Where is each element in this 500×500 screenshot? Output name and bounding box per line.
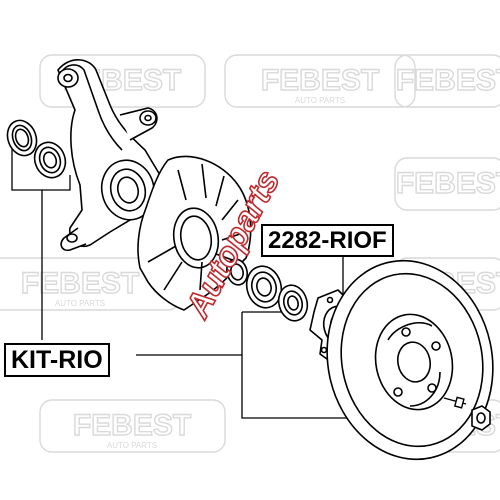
part-label-kit: KIT-RIO: [4, 343, 110, 377]
part-label-hub: 2282-RIOF: [261, 224, 394, 257]
bearing-seal-inner: [33, 141, 67, 179]
bearing-seal-outer: [6, 119, 38, 157]
watermark-tagline: AUTO PARTS: [107, 441, 157, 450]
watermark-brand: FEBEST: [396, 167, 500, 200]
watermark-tagline: AUTO PARTS: [55, 299, 105, 308]
brake-disc: [326, 259, 494, 461]
watermark-tile: FEBEST AUTO PARTS: [224, 54, 416, 108]
watermark-brand: FEBEST: [396, 64, 500, 97]
disc-screw: [443, 396, 467, 409]
watermark-tile: FEBEST AUTO PARTS: [0, 257, 181, 311]
steering-knuckle: [57, 59, 163, 252]
watermark-tile: FEBEST: [394, 54, 500, 108]
watermark-brand: FEBEST: [21, 267, 139, 300]
bracket-kit-left: [11, 143, 43, 340]
watermark-brand: FEBEST: [261, 64, 379, 97]
bearing-seal-inner-right: [277, 284, 309, 322]
watermark-tagline: AUTO PARTS: [295, 96, 345, 105]
watermark-tile: FEBEST: [394, 157, 500, 211]
leader-kit-to-hub: [136, 312, 243, 356]
bearing-seal-outer-right: [225, 258, 249, 286]
watermark-brand: FEBEST: [73, 409, 191, 442]
bracket-kit-right: [42, 175, 71, 191]
wheel-bearing: [245, 265, 283, 309]
hub-nut: [471, 405, 491, 431]
dust-shield: [137, 155, 252, 311]
watermark-tile: FEBEST AUTO PARTS: [39, 399, 226, 453]
